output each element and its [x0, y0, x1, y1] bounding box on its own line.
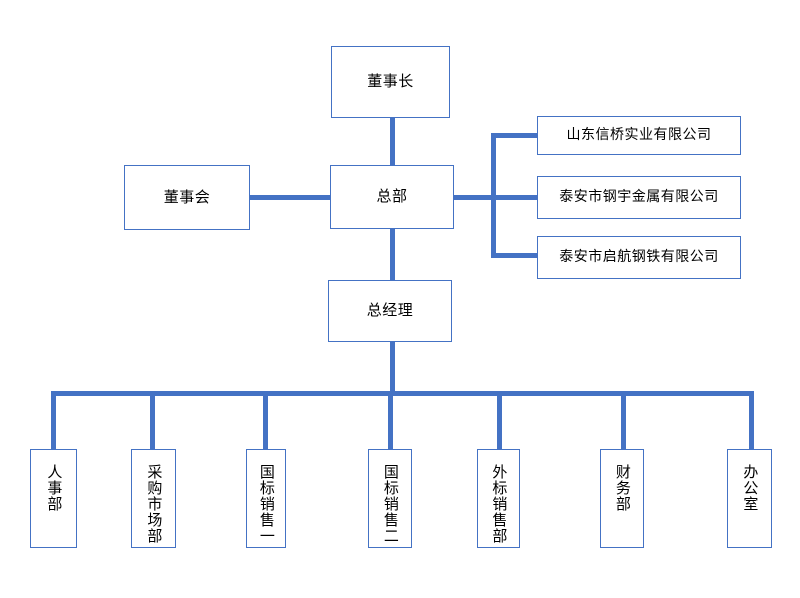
- connector-subsidiary-arm-2: [491, 195, 539, 200]
- node-department-6-label: 财务部: [613, 464, 632, 512]
- node-department-4[interactable]: 国标销售二: [368, 449, 412, 548]
- connector-subsidiary-arm-1: [491, 133, 539, 138]
- node-subsidiary-2-label: 泰安市钢宇金属有限公司: [559, 189, 719, 206]
- node-department-1[interactable]: 人事部: [30, 449, 77, 548]
- connector-bus-to-department-7: [749, 391, 754, 450]
- node-subsidiary-2[interactable]: 泰安市钢宇金属有限公司: [537, 176, 741, 219]
- node-department-2-label: 采购市场部: [145, 464, 164, 544]
- connector-bus-to-department-3: [263, 391, 268, 450]
- node-department-4-label: 国标销售二: [381, 464, 400, 544]
- connector-department-bus: [51, 391, 754, 396]
- node-department-3-label: 国标销售一: [257, 464, 276, 544]
- node-department-7[interactable]: 办公室: [727, 449, 772, 548]
- connector-bus-to-department-4: [388, 391, 393, 450]
- connector-headquarters-to-general-manager: [390, 228, 395, 280]
- node-department-3[interactable]: 国标销售一: [246, 449, 286, 548]
- connector-headquarters-to-subsidiary-spine: [453, 195, 496, 200]
- node-subsidiary-3-label: 泰安市启航钢铁有限公司: [559, 249, 719, 266]
- connector-chairman-to-headquarters: [390, 118, 395, 168]
- node-department-1-label: 人事部: [45, 464, 64, 512]
- node-general-manager[interactable]: 总经理: [328, 280, 452, 342]
- node-subsidiary-1-label: 山东信桥实业有限公司: [566, 127, 712, 144]
- node-department-7-label: 办公室: [741, 464, 760, 512]
- node-subsidiary-1[interactable]: 山东信桥实业有限公司: [537, 116, 741, 155]
- node-headquarters[interactable]: 总部: [330, 165, 454, 229]
- node-board-of-directors-label: 董事会: [163, 187, 211, 206]
- connector-general-manager-to-bus: [390, 342, 395, 394]
- node-department-5[interactable]: 外标销售部: [477, 449, 520, 548]
- node-department-6[interactable]: 财务部: [600, 449, 644, 548]
- node-department-2[interactable]: 采购市场部: [131, 449, 176, 548]
- node-general-manager-label: 总经理: [366, 301, 414, 320]
- node-board-of-directors[interactable]: 董事会: [124, 165, 250, 230]
- connector-bus-to-department-2: [150, 391, 155, 450]
- connector-bus-to-department-6: [621, 391, 626, 450]
- node-headquarters-label: 总部: [376, 187, 408, 206]
- connector-subsidiary-arm-3: [491, 253, 539, 258]
- node-chairman-label: 董事长: [367, 72, 414, 91]
- node-chairman[interactable]: 董事长: [331, 46, 450, 118]
- node-department-5-label: 外标销售部: [490, 464, 509, 544]
- connector-bus-to-department-1: [51, 391, 56, 450]
- connector-board-to-headquarters: [249, 195, 333, 200]
- node-subsidiary-3[interactable]: 泰安市启航钢铁有限公司: [537, 236, 741, 279]
- connector-bus-to-department-5: [497, 391, 502, 450]
